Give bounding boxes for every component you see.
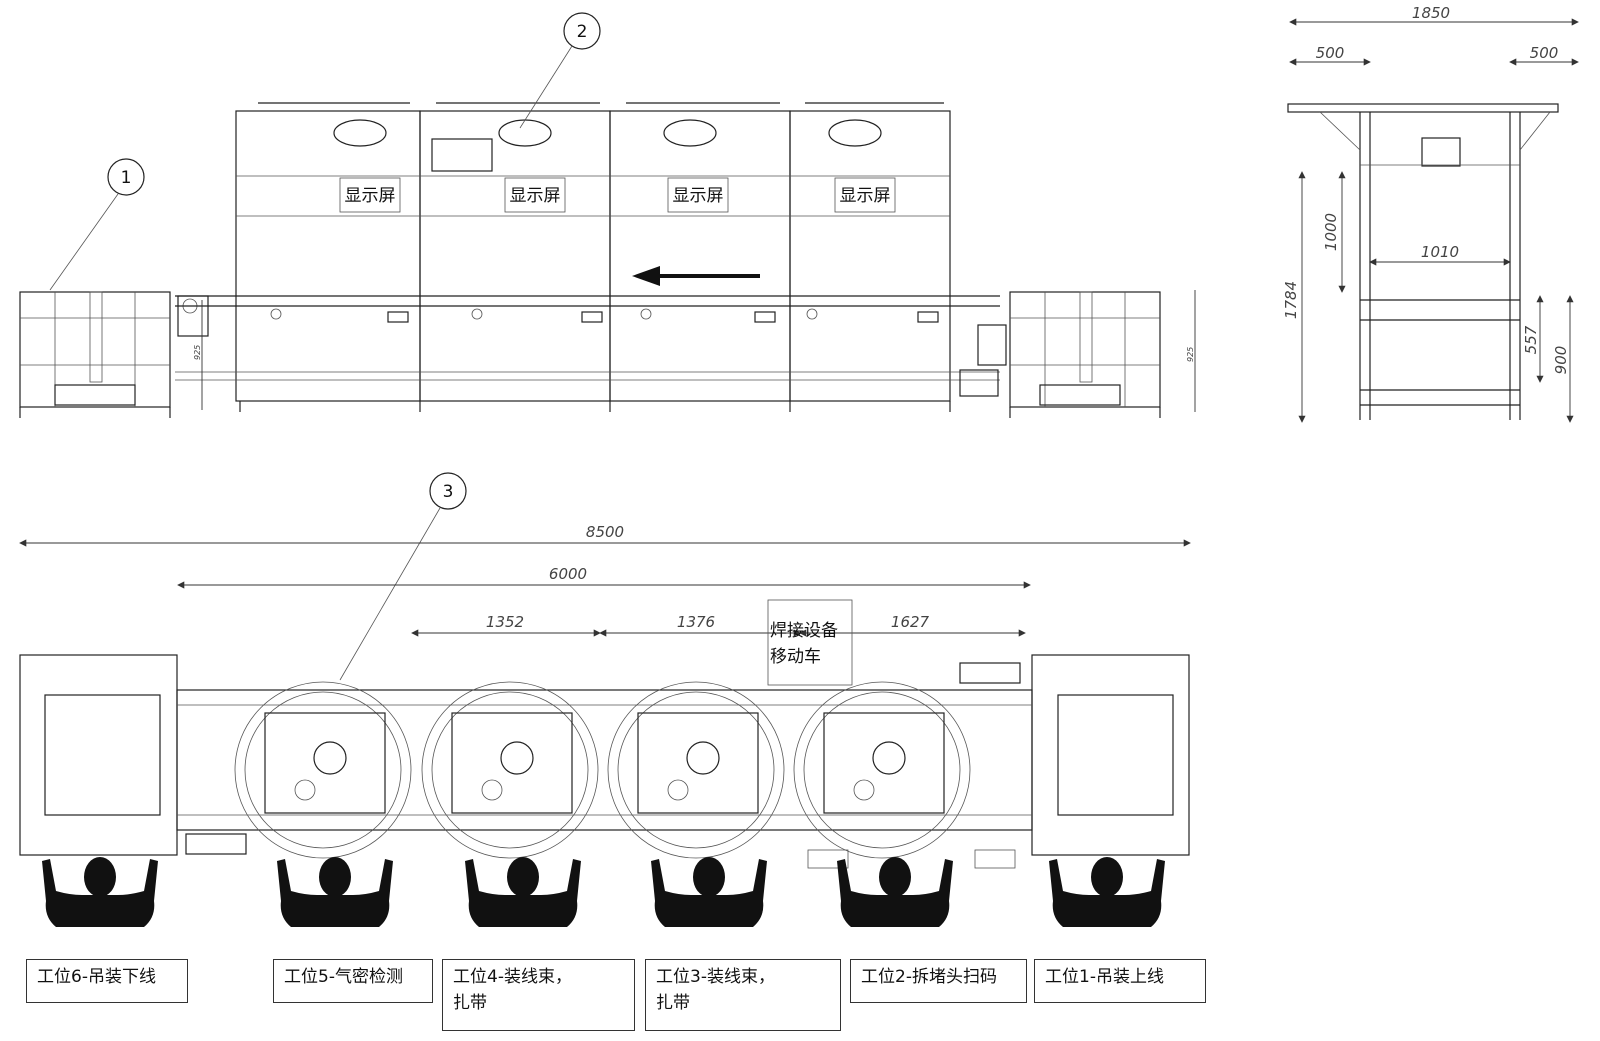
- plan-pitch-2-dim: 1376: [677, 613, 715, 631]
- operator-silhouettes: [42, 857, 1165, 927]
- plan-pitch-3-dim: 1627: [891, 613, 930, 631]
- side-overall-height-dim: 1784: [1282, 281, 1300, 319]
- right-frame-height-dim: 925: [1186, 347, 1195, 362]
- right-drive-box: [977, 324, 1007, 366]
- side-overall-width-dim: 1850: [1412, 4, 1450, 22]
- operator-icon: [42, 857, 158, 927]
- welding-cart-label-2: 移动车: [770, 647, 821, 667]
- plan-view: 3 8500 6000 1352 1376 1627 焊接设备 移动车: [19, 472, 1191, 869]
- side-upper-height-dim: 1000: [1322, 213, 1340, 251]
- workstation-frames: [175, 102, 1000, 412]
- screen-label-4: 显示屏: [840, 186, 891, 206]
- left-drive-box: [177, 295, 209, 337]
- side-shelf-height-dim: 557: [1522, 325, 1540, 354]
- callout-2: 2: [519, 12, 601, 129]
- side-left-offset-dim: 500: [1316, 44, 1345, 62]
- svg-text:1: 1: [121, 168, 132, 188]
- plan-right-lift: [1031, 654, 1190, 856]
- left-lift-frame: [19, 291, 171, 418]
- control-box: [431, 138, 493, 172]
- station-6-label: 工位6-吊装下线: [26, 959, 188, 1003]
- screen-label-3: 显示屏: [673, 186, 724, 206]
- station-4-label: 工位4-装线束， 扎带: [442, 959, 635, 1031]
- screen-label-2: 显示屏: [510, 186, 561, 206]
- plan-conveyor: [176, 689, 1033, 831]
- callout-3: 3: [339, 472, 467, 681]
- rotary-stations: [234, 681, 971, 859]
- station-2-label: 工位2-拆堵头扫码: [850, 959, 1027, 1003]
- side-table-height-dim: 900: [1552, 346, 1570, 375]
- plan-conveyor-length-dim: 6000: [549, 565, 587, 583]
- operator-icon: [1049, 857, 1165, 927]
- svg-text:2: 2: [577, 22, 588, 42]
- station-3-label: 工位3-装线束， 扎带: [645, 959, 841, 1031]
- station-5-label: 工位5-气密检测: [273, 959, 433, 1003]
- svg-text:3: 3: [443, 482, 454, 502]
- side-inner-width-dim: 1010: [1421, 243, 1459, 261]
- front-elevation-view: 925 925 1 2 显示屏 显示屏 显示屏 显示屏: [19, 12, 1196, 418]
- hmi-panel: [1421, 137, 1461, 167]
- operator-icon: [651, 857, 767, 927]
- welding-cart-box: [767, 599, 853, 686]
- plan-pitch-1-dim: 1352: [486, 613, 524, 631]
- right-lift-frame: [1009, 291, 1161, 418]
- operator-icon: [837, 857, 953, 927]
- screen-label-1: 显示屏: [345, 186, 396, 206]
- plan-overall-length-dim: 8500: [586, 523, 624, 541]
- station-1-label: 工位1-吊装上线: [1034, 959, 1206, 1003]
- operator-icon: [465, 857, 581, 927]
- side-right-offset-dim: 500: [1530, 44, 1559, 62]
- plan-left-lift: [19, 654, 178, 856]
- welding-cart-label-1: 焊接设备: [770, 621, 838, 641]
- operator-icon: [277, 857, 393, 927]
- side-elevation-view: 1850 500 500 1010 1784 1000 900 557: [1282, 4, 1579, 423]
- callout-1: 1: [49, 158, 145, 291]
- flow-direction-arrow: [632, 266, 760, 286]
- left-frame-height-dim: 925: [193, 345, 202, 360]
